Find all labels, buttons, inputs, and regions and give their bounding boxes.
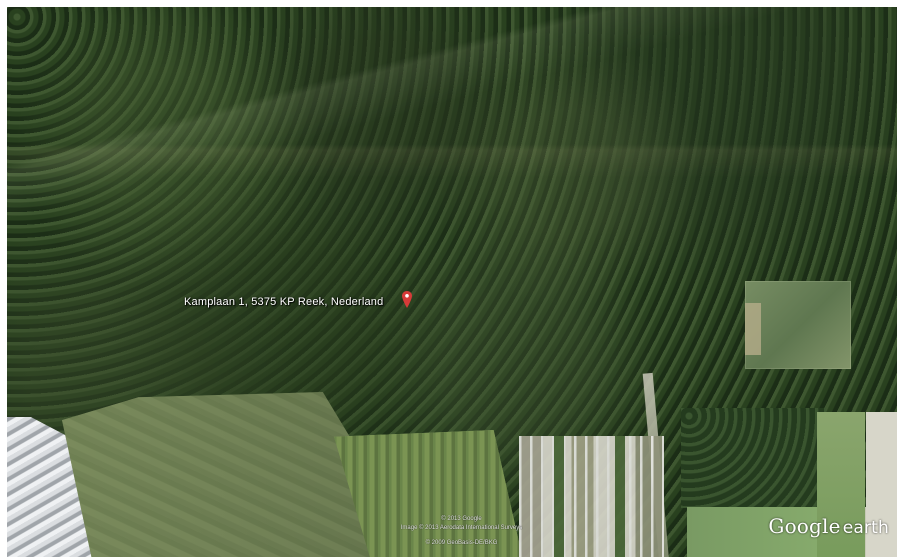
copyright-google: © 2013 Google bbox=[441, 516, 482, 522]
open-field-right bbox=[687, 412, 897, 557]
map-viewport[interactable]: Kamplaan 1, 5375 KP Reek, Nederland © 20… bbox=[7, 7, 897, 557]
open-field-left bbox=[62, 392, 380, 557]
map-attribution: © 2013 Google Image © 2013 Aerodata Inte… bbox=[379, 515, 544, 548]
forest-clearing bbox=[745, 281, 851, 369]
tree-plot-right bbox=[681, 408, 826, 508]
google-logo-text: Google bbox=[768, 514, 841, 538]
placemark-center bbox=[405, 294, 409, 298]
earth-logo-text: earth bbox=[842, 518, 889, 538]
placemark-label[interactable]: Kamplaan 1, 5375 KP Reek, Nederland bbox=[184, 296, 384, 308]
map-pin-icon[interactable] bbox=[402, 291, 412, 308]
crop-field-middle bbox=[334, 430, 524, 557]
copyright-imagery: Image © 2013 Aerodata International Surv… bbox=[400, 525, 523, 531]
placemark-shape bbox=[402, 291, 412, 308]
parking-area bbox=[519, 436, 664, 557]
copyright-geobasis: © 2009 GeoBasis-DE/BKG bbox=[425, 540, 498, 546]
